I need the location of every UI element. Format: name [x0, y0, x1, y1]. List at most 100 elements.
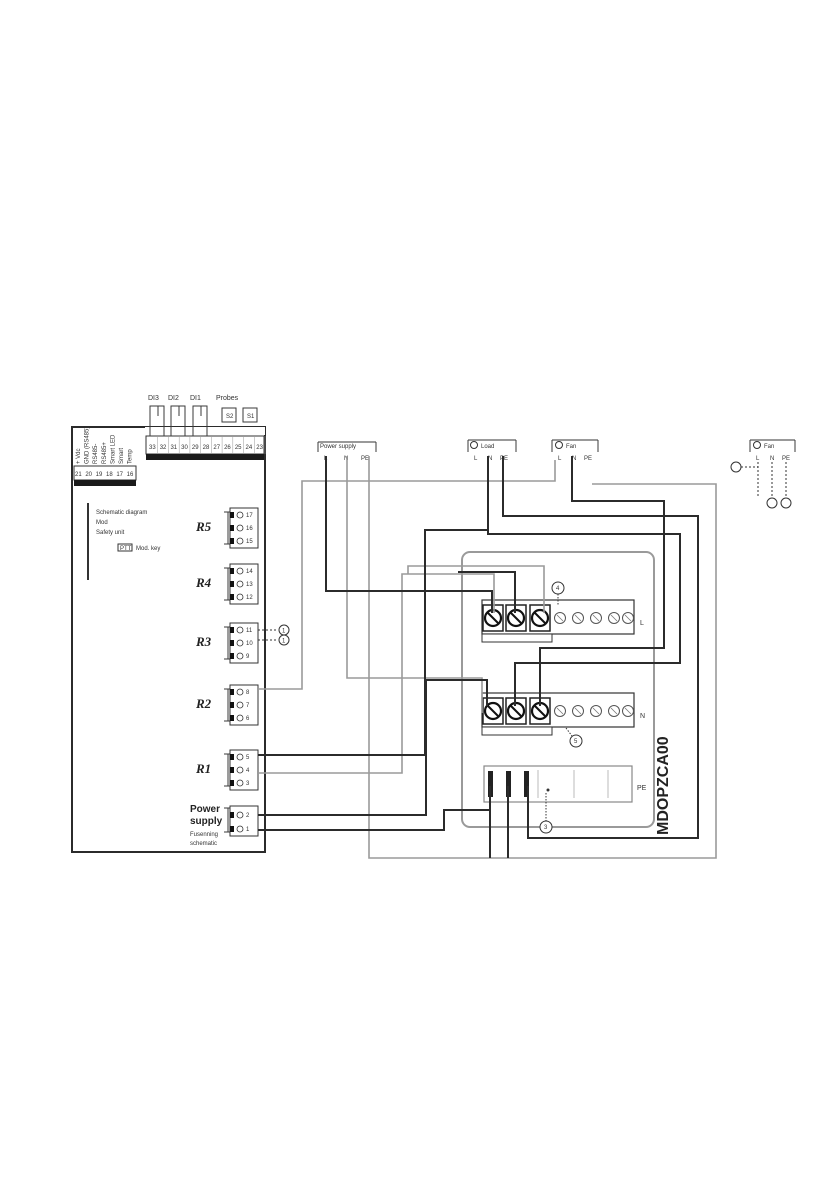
left-terminal-number: 21	[75, 472, 82, 478]
wire-r2-supply	[258, 460, 556, 690]
note-box-text: Mod. key	[136, 546, 160, 552]
external-fan-group	[730, 461, 792, 509]
screw-terminal-icon	[236, 593, 244, 601]
top-terminal-number: 25	[235, 445, 242, 451]
marker-n-row	[569, 734, 583, 748]
screw-terminal-icon	[236, 701, 244, 709]
relay-terminal-number: 16	[246, 526, 253, 532]
screw-terminal-icon	[236, 779, 244, 787]
left-terminal-number: 16	[127, 472, 134, 478]
screw-terminal-icon	[236, 639, 244, 647]
load-label-power-supply: Power supply	[320, 444, 356, 450]
wiring	[258, 456, 717, 859]
screw-terminal-icon	[236, 652, 244, 660]
relay-terminal-number: 4	[246, 768, 250, 774]
screw-terminal-icon	[236, 524, 244, 532]
top-terminal-number: 24	[246, 445, 253, 451]
relay-terminal-number: 12	[246, 595, 253, 601]
marker-n-row-text: 5	[574, 739, 578, 745]
note-box-label: PTT	[120, 546, 132, 552]
relay-label: R5	[195, 519, 212, 534]
top-terminal-number: 33	[149, 445, 156, 451]
wire-r1-l	[258, 529, 487, 756]
top-group-label-di1: DI1	[190, 395, 201, 402]
wire-fan-n	[539, 456, 665, 706]
module-name: MDOPZCA00	[655, 736, 672, 835]
wire-pe-main	[368, 456, 717, 859]
load-label-fan-2: Fan	[764, 444, 774, 450]
relay-terminal-number: 11	[246, 628, 253, 634]
screw-terminal-icon	[236, 567, 244, 575]
top-terminal-number: 27	[213, 445, 220, 451]
connector-rotated-label: RS485+	[102, 442, 108, 464]
power-sub-2: schematic	[190, 841, 217, 847]
power-terminal-number: 1	[246, 827, 250, 833]
load-term-fan2-n: N	[770, 456, 774, 462]
screw-terminal-icon	[236, 688, 244, 696]
screw-terminal-icon	[236, 825, 244, 833]
wire-load-pe	[502, 456, 699, 839]
top-terminal-number: 29	[192, 445, 199, 451]
l-terminal-row: L	[481, 599, 644, 643]
load-term-ps-pe: PE	[361, 456, 369, 462]
top-terminal-number: 28	[203, 445, 210, 451]
note-line-2: Mod	[96, 520, 108, 526]
external-fan-icon-2	[780, 497, 792, 509]
left-terminal-number: 17	[116, 472, 123, 478]
note-box	[117, 543, 133, 552]
left-terminal-strip	[74, 480, 136, 486]
load-term-load-pe: PE	[500, 456, 508, 462]
left-terminal-number: 19	[96, 472, 103, 478]
load-term-fan2-l: L	[756, 456, 760, 462]
load-labels: Power supply L N PE Load L N PE Fan L N …	[317, 439, 796, 462]
relay-terminal-number: 8	[246, 690, 250, 696]
connector-rotated-label: Smart	[119, 448, 125, 464]
screw-terminal-icon	[236, 811, 244, 819]
top-group-label-di2: DI2	[168, 395, 179, 402]
power-terminal-number: 2	[246, 813, 250, 819]
connector-rotated-label: RS485-	[93, 444, 99, 464]
connector-rotated-label: Temp	[128, 449, 134, 464]
top-group-label-di3: DI3	[148, 395, 159, 402]
top-terminal-number: 31	[170, 445, 177, 451]
connector-rotated-label: + Vdc	[76, 448, 82, 464]
relay-terminal-number: 7	[246, 703, 250, 709]
wire-l-to-load	[458, 571, 516, 613]
connector-rotated-label: GND (RS485)	[85, 427, 91, 464]
callout-marker-text: 1	[282, 629, 286, 635]
callout-marker-text: 1	[282, 639, 286, 645]
probe-label-s2: S2	[226, 414, 234, 420]
external-fan-icon-1	[766, 497, 778, 509]
wire-r1-l-return	[258, 573, 495, 774]
note-line-3: Safety unit	[96, 530, 125, 536]
load-term-load-n: N	[488, 456, 492, 462]
load-term-fan1-l: L	[558, 456, 562, 462]
load-label-load: Load	[481, 444, 494, 450]
power-sub-1: Fusenning	[190, 832, 218, 838]
relay-terminal-number: 17	[246, 513, 253, 519]
wire-load-n	[487, 456, 681, 706]
screw-terminal-icon	[236, 537, 244, 545]
load-term-ps-n: N	[344, 456, 348, 462]
load-term-fan1-n: N	[572, 456, 576, 462]
external-switch-icon	[730, 461, 742, 473]
note-line-1: Schematic diagram	[96, 510, 147, 516]
top-terminal-number: 23	[256, 445, 263, 451]
relay-terminal-number: 10	[246, 641, 253, 647]
relay-label: R3	[195, 634, 212, 649]
relay-label: R4	[195, 575, 212, 590]
top-terminal-number: 26	[224, 445, 231, 451]
marker-pe-row-text: 3	[544, 825, 548, 831]
screw-terminal-icon	[236, 580, 244, 588]
wire-power-2	[258, 809, 490, 831]
r3-callouts: 11	[258, 624, 290, 646]
row-label-n: N	[640, 713, 645, 720]
top-group-label-probes: Probes	[216, 395, 239, 402]
